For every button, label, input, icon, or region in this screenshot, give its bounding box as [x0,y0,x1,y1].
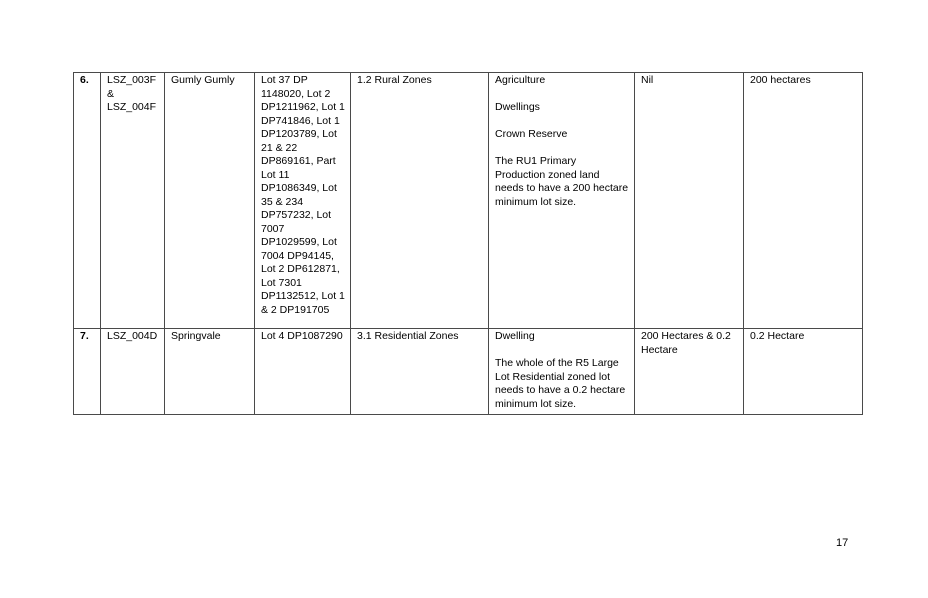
table-row: 7. LSZ_004D Springvale Lot 4 DP1087290 3… [73,328,863,415]
zone-cell: 3.1 Residential Zones [350,328,489,415]
uses-cell: Dwelling The whole of the R5 Large Lot R… [488,328,635,415]
locality-cell: Springvale [164,328,255,415]
row-number: 6. [73,72,101,329]
proposed-lot-size-cell: 0.2 Hectare [743,328,863,415]
use-item: Agriculture [495,74,546,86]
uses-cell: Agriculture Dwellings Crown Reserve The … [488,72,635,329]
lsz-id: LSZ_004D [107,330,158,342]
locality-cell: Gumly Gumly [164,72,255,329]
lsz-id: LSZ_004F [107,101,157,113]
use-item: Dwellings [495,101,540,113]
lsz-id-separator: & [107,87,115,100]
lots-cell: Lot 37 DP 1148020, Lot 2 DP1211962, Lot … [254,72,351,329]
page-number: 17 [836,537,849,549]
lots-cell: Lot 4 DP1087290 [254,328,351,415]
use-item: Dwelling [495,330,535,342]
zone-cell: 1.2 Rural Zones [350,72,489,329]
row-number: 7. [73,328,101,415]
use-note: The whole of the R5 Large Lot Residentia… [495,357,626,410]
lsz-id-cell: LSZ_003F & LSZ_004F [100,72,165,329]
lot-size-table: 6. LSZ_003F & LSZ_004F Gumly Gumly Lot 3… [73,72,863,415]
use-item: Crown Reserve [495,128,568,140]
current-lot-size-cell: Nil [634,72,744,329]
lsz-id: LSZ_003F [107,74,157,86]
use-note: The RU1 Primary Production zoned land ne… [495,155,629,208]
proposed-lot-size-cell: 200 hectares [743,72,863,329]
current-lot-size-cell: 200 Hectares & 0.2 Hectare [634,328,744,415]
lsz-id-cell: LSZ_004D [100,328,165,415]
table-row: 6. LSZ_003F & LSZ_004F Gumly Gumly Lot 3… [73,72,863,329]
